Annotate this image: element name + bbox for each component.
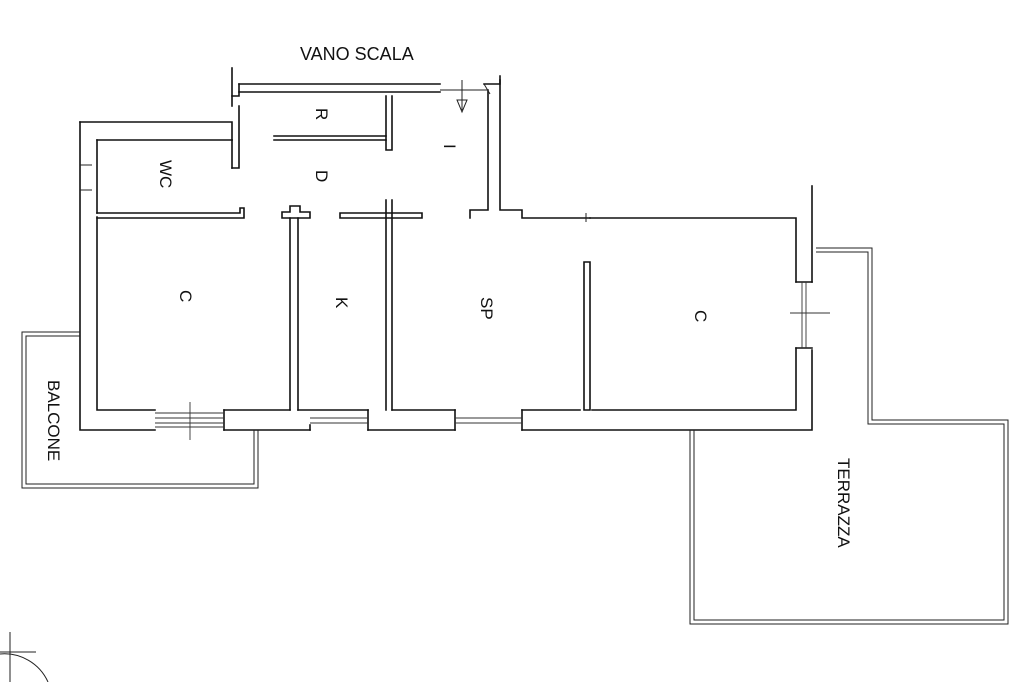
entrance-arrow-icon	[456, 80, 468, 114]
terrace-outline	[689, 247, 1009, 625]
door-arc-icon	[0, 632, 49, 682]
wc-label: WC	[156, 160, 175, 188]
living-label: SP	[477, 297, 496, 320]
stair-label: VANO SCALA	[300, 44, 414, 64]
terrace-label: TERRAZZA	[834, 458, 853, 548]
bedroom-right-label: C	[691, 310, 710, 322]
kitchen-label: K	[332, 297, 351, 309]
hall-label: D	[312, 170, 331, 182]
windows	[155, 282, 830, 440]
outer-walls	[79, 67, 813, 431]
bedroom-left-label: C	[176, 290, 195, 302]
balcony-outline	[21, 331, 259, 489]
storage-label: R	[312, 108, 331, 120]
balcony-label: BALCONE	[44, 380, 63, 461]
entrance-label: I	[440, 144, 459, 149]
